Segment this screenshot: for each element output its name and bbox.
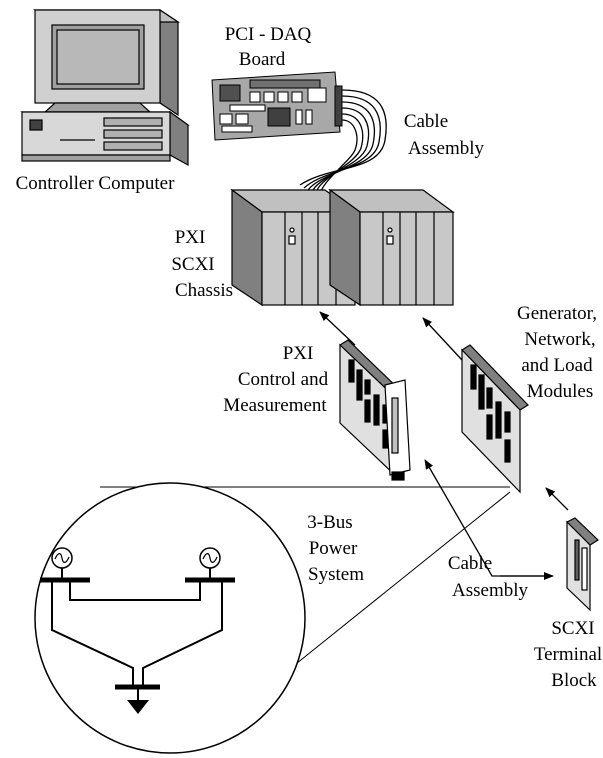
label-chassis-2: SCXI xyxy=(171,254,214,275)
arrow-pxi-to-chassis xyxy=(319,311,356,346)
generator-module-icon xyxy=(461,344,529,494)
pxi-card-icon xyxy=(339,339,411,481)
power-system-diagram xyxy=(34,482,511,754)
label-generator-4: Modules xyxy=(527,381,594,402)
label-scxi-3: Block xyxy=(551,670,597,691)
label-computer: Controller Computer xyxy=(16,173,176,194)
label-bus-3: System xyxy=(308,564,364,585)
label-cable-top-1: Cable xyxy=(404,111,448,132)
label-chassis-3: Chassis xyxy=(175,280,233,301)
label-pxi-1: PXI xyxy=(283,343,314,364)
label-bus-2: Power xyxy=(309,538,358,559)
labels: PCI - DAQ Board Cable Assembly Controlle… xyxy=(16,24,603,691)
arrow-generator-to-chassis xyxy=(422,317,463,361)
scxi-terminal-block-icon xyxy=(565,517,599,612)
label-bus-1: 3-Bus xyxy=(307,512,352,533)
load-arrow-icon xyxy=(127,700,149,714)
zoom-circle xyxy=(34,482,306,754)
chassis-left-icon xyxy=(230,188,357,307)
label-pxi-2: Control and xyxy=(238,369,329,390)
label-chassis-1: PXI xyxy=(175,227,206,248)
controller-computer-icon xyxy=(20,8,190,167)
label-generator-3: and Load xyxy=(521,355,593,376)
label-generator-2: Network, xyxy=(524,329,595,350)
label-cable-bottom-1: Cable xyxy=(448,553,492,574)
label-pci-daq-1: PCI - DAQ xyxy=(225,24,312,45)
label-pci-daq-2: Board xyxy=(239,49,286,70)
label-cable-bottom-2: Assembly xyxy=(452,580,529,601)
label-cable-top-2: Assembly xyxy=(408,138,485,159)
label-pxi-3: Measurement xyxy=(223,395,327,416)
label-generator-1: Generator, xyxy=(517,303,597,324)
cable-bundle xyxy=(299,89,387,197)
arrow-scxi-to-generator xyxy=(545,487,569,511)
chassis-right-icon xyxy=(328,188,455,307)
pci-daq-board-icon xyxy=(211,71,343,141)
label-scxi-2: Terminal xyxy=(534,644,602,665)
label-scxi-1: SCXI xyxy=(551,618,594,639)
